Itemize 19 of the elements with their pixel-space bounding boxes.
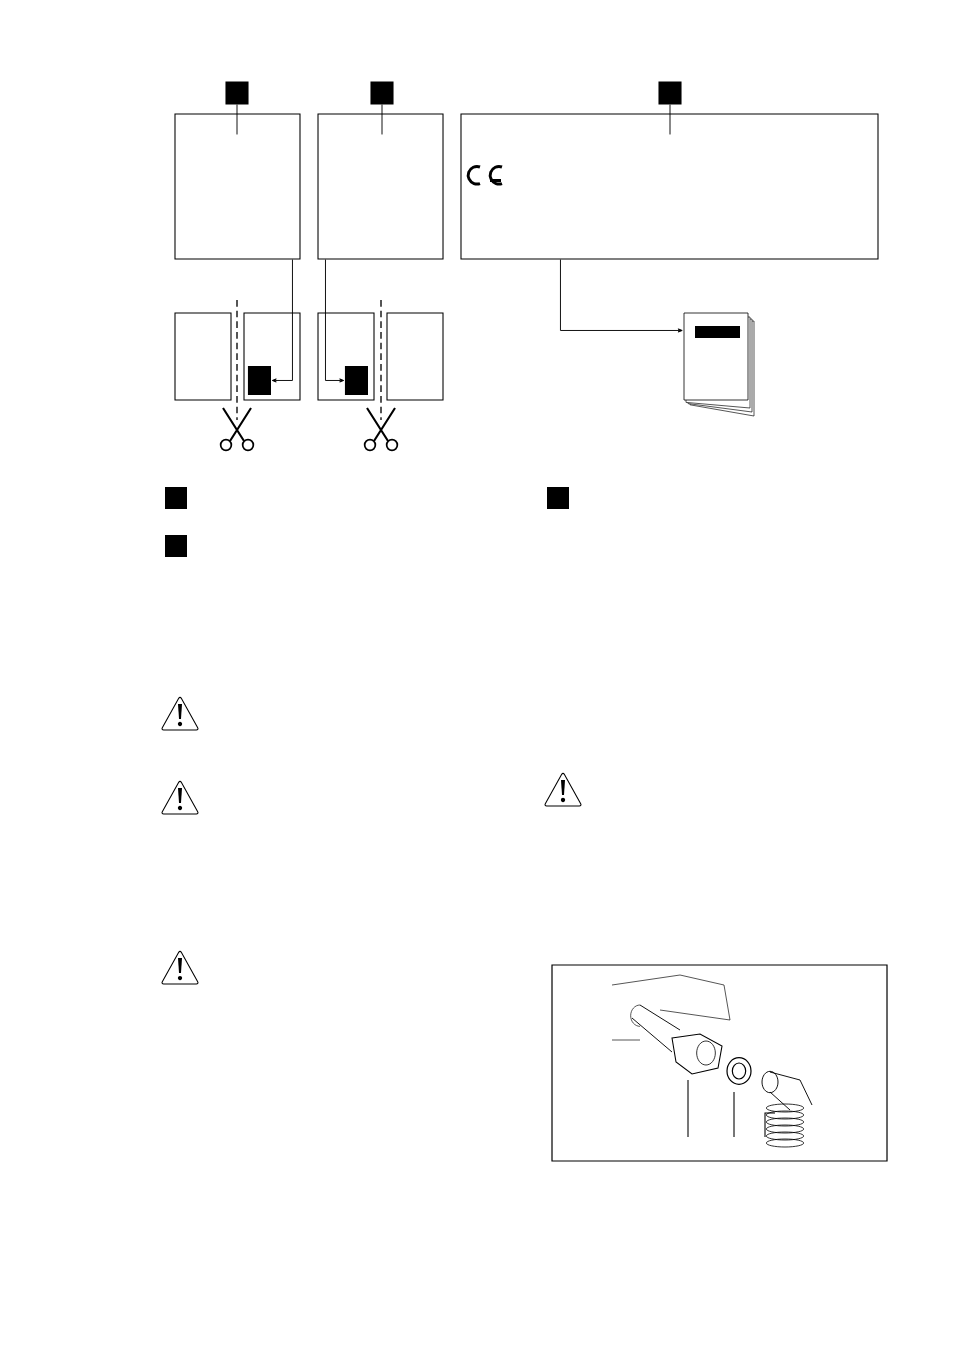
callout-square	[225, 81, 249, 105]
leader-line	[381, 104, 383, 135]
arrow	[325, 259, 345, 383]
arrow	[560, 259, 683, 333]
label-piece	[243, 312, 301, 401]
leader-line	[669, 104, 671, 135]
leader-line	[236, 104, 238, 135]
booklet-drawing	[683, 312, 755, 417]
label-panel	[317, 113, 444, 260]
callout-square	[370, 81, 394, 105]
label-piece	[317, 312, 375, 401]
rating-plate-panel	[460, 113, 879, 260]
label-piece	[386, 312, 444, 401]
arrow	[271, 259, 293, 383]
sticker-square	[247, 365, 271, 395]
sticker-square	[344, 365, 368, 395]
label-piece	[174, 312, 232, 401]
label-panel	[174, 113, 301, 260]
callout-square	[658, 81, 682, 105]
